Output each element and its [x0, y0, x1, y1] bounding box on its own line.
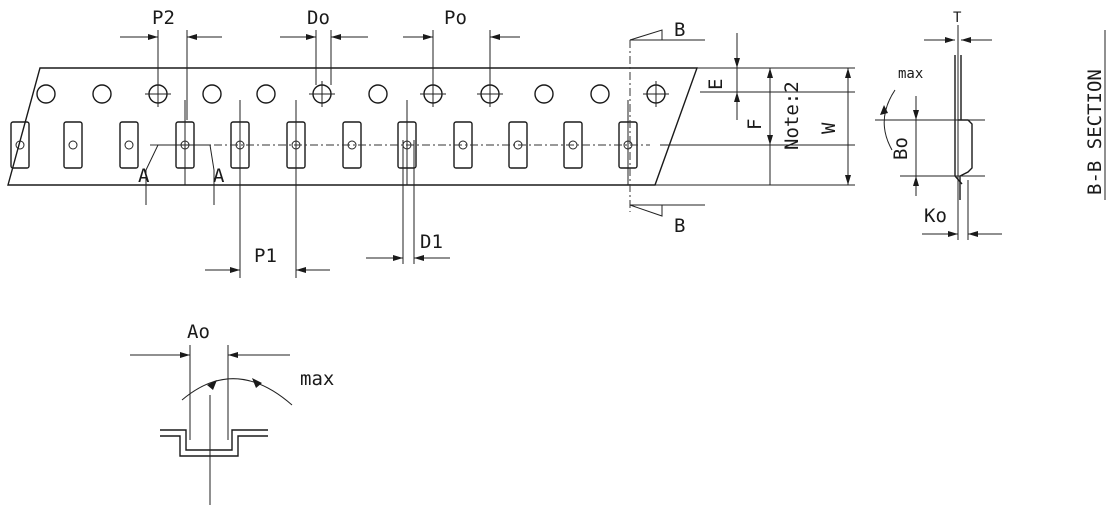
sprocket-hole: [534, 84, 554, 104]
pocket: [119, 121, 139, 169]
bo-label: Bo: [890, 137, 912, 160]
pocket-hole: [15, 140, 25, 150]
ko-label: Ko: [924, 205, 947, 227]
b-bottom-label: B: [674, 215, 685, 237]
p2-label: P2: [152, 7, 175, 29]
section-a-marks: A A: [138, 144, 225, 205]
component-pockets: [10, 100, 638, 185]
do-dimension: Do: [280, 7, 368, 85]
p1-dimension: P1: [205, 100, 330, 278]
po-dimension: Po: [403, 7, 520, 100]
b-b-section-view: max Bo T Ko B-B SECTION: [875, 10, 1106, 240]
sprocket-holes: [36, 81, 669, 107]
t-label: T: [953, 10, 962, 26]
b-top-label: B: [674, 19, 685, 41]
po-label: Po: [444, 7, 467, 29]
sprocket-hole: [92, 84, 112, 104]
pocket-hole: [68, 140, 78, 150]
do-label: Do: [307, 7, 330, 29]
max-detail-label: max: [300, 368, 334, 390]
sprocket-hole: [368, 84, 388, 104]
f-label: F: [744, 119, 766, 130]
d1-dimension: D1: [366, 140, 450, 264]
section-title: B-B SECTION: [1084, 69, 1106, 195]
sprocket-hole: [256, 84, 276, 104]
pocket: [63, 121, 83, 169]
ao-label: Ao: [187, 321, 210, 343]
ao-detail-view: Ao max: [130, 321, 334, 505]
p2-dimension: P2: [120, 7, 222, 120]
hole-crosshair: [309, 81, 335, 107]
a-right-label: A: [213, 165, 225, 187]
f-dimension: F Note:2: [660, 68, 855, 185]
w-dimension: W: [818, 68, 851, 185]
section-cut-line: B B: [629, 19, 705, 237]
pocket: [10, 121, 30, 169]
w-label: W: [818, 122, 840, 134]
hole-crosshair: [643, 81, 669, 107]
a-left-label: A: [138, 165, 150, 187]
pocket-hole: [124, 140, 134, 150]
d1-label: D1: [420, 231, 443, 253]
p1-label: P1: [254, 245, 277, 267]
note-label: Note:2: [781, 81, 803, 150]
max-section-label: max: [898, 66, 923, 82]
sprocket-hole: [590, 84, 610, 104]
e-dimension: E: [700, 33, 855, 120]
sprocket-hole: [36, 84, 56, 104]
e-label: E: [705, 79, 727, 90]
sprocket-hole: [202, 84, 222, 104]
carrier-tape: [7, 67, 855, 186]
